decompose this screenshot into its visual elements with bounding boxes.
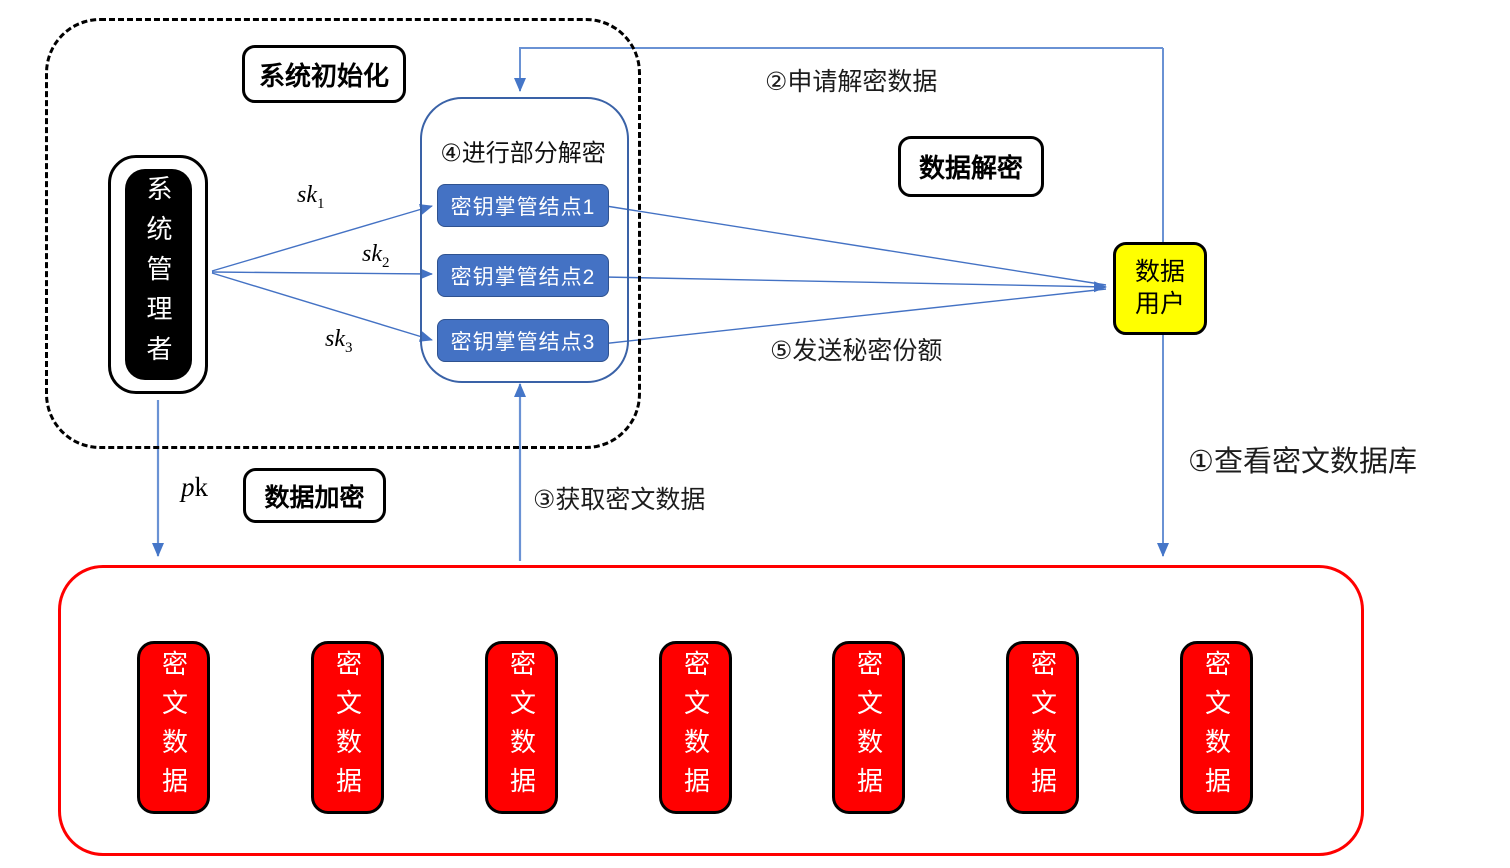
- sk3-sub: 3: [345, 339, 353, 356]
- sk2-label: sk2: [362, 241, 390, 272]
- data-user-box: 数据 用户: [1113, 242, 1207, 335]
- system-admin-box: 系统管理者: [108, 155, 208, 394]
- sk3-base: sk: [325, 326, 345, 352]
- ciphertext-item-1-label: 密文数据: [158, 649, 189, 806]
- system-init-label: 系统初始化: [242, 45, 406, 103]
- step2-annotation: ②申请解密数据: [765, 68, 938, 96]
- sk2-sub: 2: [382, 254, 390, 271]
- data-decrypt-label: 数据解密: [898, 136, 1044, 197]
- sk1-base: sk: [297, 182, 317, 208]
- key-node-3: 密钥掌管结点3: [437, 319, 609, 362]
- step5-annotation: ⑤发送秘密份额: [770, 337, 943, 365]
- ciphertext-item-4-label: 密文数据: [680, 649, 711, 806]
- sk2-base: sk: [362, 241, 382, 267]
- step3-annotation: ③获取密文数据: [533, 486, 706, 514]
- ciphertext-item-6: 密文数据: [1006, 641, 1079, 814]
- ciphertext-item-1: 密文数据: [137, 641, 210, 814]
- ciphertext-item-2: 密文数据: [311, 641, 384, 814]
- share-line-node2: [603, 276, 1107, 293]
- partial-decrypt-group: [420, 97, 629, 383]
- ciphertext-item-5: 密文数据: [832, 641, 905, 814]
- ciphertext-item-3-label: 密文数据: [506, 649, 537, 806]
- data-user-line2: 用户: [1134, 289, 1185, 318]
- sk3-label: sk3: [325, 326, 353, 357]
- system-admin-inner: 系统管理者: [124, 169, 192, 380]
- system-admin-label: 系统管理者: [143, 174, 173, 375]
- ciphertext-item-4: 密文数据: [659, 641, 732, 814]
- pk-suffix: k: [194, 472, 209, 502]
- ciphertext-item-7: 密文数据: [1180, 641, 1253, 814]
- pk-base: p: [181, 472, 195, 502]
- share-line-node3: [600, 288, 1107, 345]
- ciphertext-item-2-label: 密文数据: [332, 649, 363, 806]
- arrow-sk2: [211, 268, 433, 280]
- data-encrypt-label: 数据加密: [243, 468, 386, 523]
- ciphertext-item-6-label: 密文数据: [1027, 649, 1058, 806]
- ciphertext-item-3: 密文数据: [485, 641, 558, 814]
- key-node-2: 密钥掌管结点2: [437, 254, 609, 297]
- system-init-region: [45, 18, 641, 449]
- data-user-line1: 数据: [1134, 258, 1185, 286]
- arrow-sk3: [211, 272, 433, 342]
- ciphertext-item-5-label: 密文数据: [853, 649, 884, 806]
- sk1-sub: 1: [317, 195, 325, 212]
- sk1-label: sk1: [297, 182, 325, 213]
- partial-decrypt-title: ④进行部分解密: [440, 140, 606, 167]
- arrow-request-decrypt: [514, 47, 1163, 92]
- ciphertext-database: [58, 565, 1364, 856]
- pk-label: pk: [181, 472, 208, 503]
- ciphertext-item-7-label: 密文数据: [1201, 649, 1232, 806]
- arrow-sk1: [211, 204, 433, 272]
- share-line-node1: [605, 205, 1107, 286]
- step1-annotation: ①查看密文数据库: [1188, 446, 1417, 478]
- key-node-1: 密钥掌管结点1: [437, 184, 609, 227]
